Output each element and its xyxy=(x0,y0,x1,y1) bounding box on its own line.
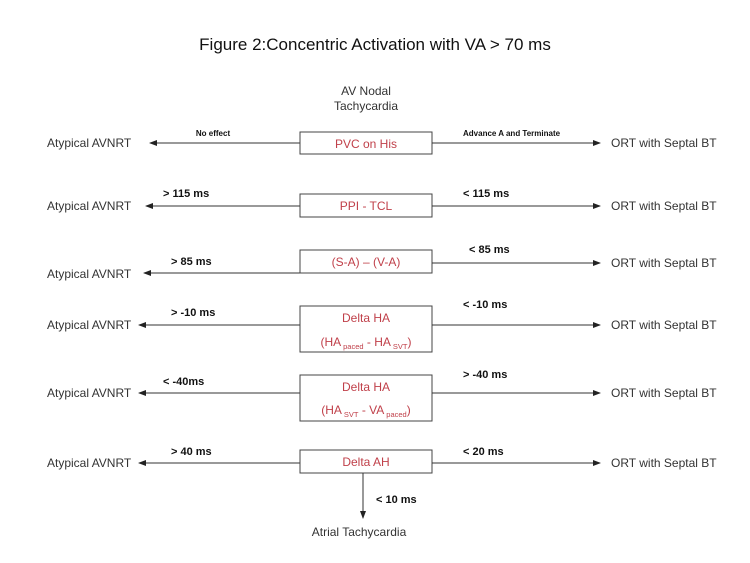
right-condition: > -40 ms xyxy=(463,369,507,381)
root-label-line-1: AV Nodal xyxy=(341,84,391,98)
formula-subscript: SVT xyxy=(393,342,408,351)
decision-box xyxy=(299,249,433,274)
bottom-outcome: Atrial Tachycardia xyxy=(312,525,407,539)
left-condition: No effect xyxy=(196,129,231,138)
formula-part: (HA xyxy=(321,403,342,417)
decision-label: Delta AH xyxy=(342,455,389,469)
right-outcome: ORT with Septal BT xyxy=(611,136,717,150)
decision-label: PPI - TCL xyxy=(340,199,393,213)
left-outcome: Atypical AVNRT xyxy=(47,386,132,400)
right-outcome: ORT with Septal BT xyxy=(611,256,717,270)
right-outcome: ORT with Septal BT xyxy=(611,386,717,400)
decision-label: PVC on His xyxy=(335,137,397,151)
decision-box xyxy=(299,374,433,422)
right-condition: < -10 ms xyxy=(463,299,507,311)
left-outcome: Atypical AVNRT xyxy=(47,318,132,332)
formula-part: (HA xyxy=(320,335,341,349)
left-outcome: Atypical AVNRT xyxy=(47,267,132,281)
formula-part: ) xyxy=(407,403,411,417)
root-label-line-2: Tachycardia xyxy=(334,99,398,113)
formula-subscript: SVT xyxy=(344,410,359,419)
left-condition: > 40 ms xyxy=(171,446,212,458)
right-outcome: ORT with Septal BT xyxy=(611,456,717,470)
left-condition: > 115 ms xyxy=(163,188,209,200)
row-pvc-on-his: Atypical AVNRT No effect PVC on His Adva… xyxy=(47,129,717,155)
left-condition: < -40ms xyxy=(163,376,204,388)
formula-part: - HA xyxy=(364,335,391,349)
left-condition: > -10 ms xyxy=(171,307,215,319)
right-condition: Advance A and Terminate xyxy=(463,129,561,138)
decision-label: Delta HA xyxy=(342,380,390,394)
formula-part: ) xyxy=(408,335,412,349)
figure-title: Figure 2:Concentric Activation with VA >… xyxy=(199,35,551,54)
row-ppi-tcl: Atypical AVNRT > 115 ms PPI - TCL < 115 … xyxy=(47,188,717,218)
left-outcome: Atypical AVNRT xyxy=(47,456,132,470)
decision-label: (S-A) – (V-A) xyxy=(332,255,401,269)
row-delta-ah: Atypical AVNRT > 40 ms Delta AH < 20 ms … xyxy=(47,446,717,539)
right-condition: < 115 ms xyxy=(463,188,509,200)
decision-box xyxy=(299,305,433,353)
left-condition: > 85 ms xyxy=(171,256,212,268)
formula-subscript: paced xyxy=(386,410,406,419)
right-condition: < 85 ms xyxy=(469,244,510,256)
right-outcome: ORT with Septal BT xyxy=(611,199,717,213)
down-condition: < 10 ms xyxy=(376,494,417,506)
left-outcome: Atypical AVNRT xyxy=(47,136,132,150)
row-sa-minus-va: Atypical AVNRT > 85 ms (S-A) – (V-A) < 8… xyxy=(47,244,717,281)
right-condition: < 20 ms xyxy=(463,446,504,458)
formula-part: - VA xyxy=(359,403,385,417)
formula-subscript: paced xyxy=(343,342,363,351)
decision-box xyxy=(299,449,433,474)
left-outcome: Atypical AVNRT xyxy=(47,199,132,213)
decision-label: Delta HA xyxy=(342,311,390,325)
right-outcome: ORT with Septal BT xyxy=(611,318,717,332)
